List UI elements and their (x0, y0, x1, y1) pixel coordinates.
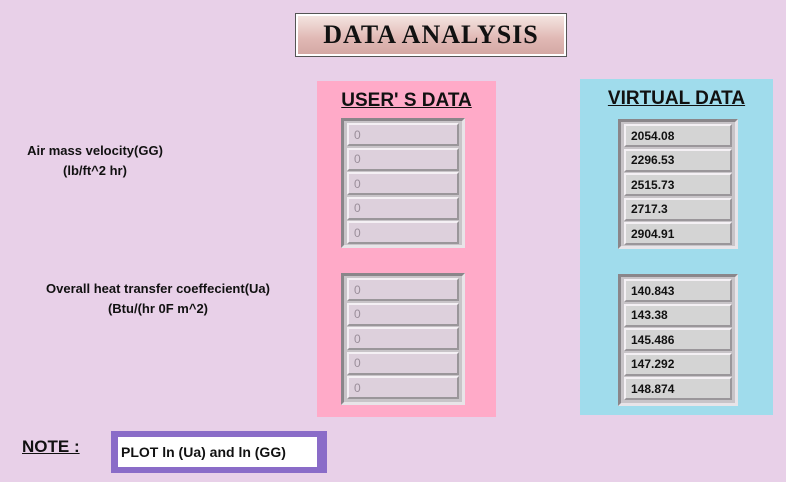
note-box: PLOT ln (Ua) and ln (GG) (111, 431, 327, 473)
user-gg-field-1[interactable]: 0 (347, 123, 459, 146)
virtual-data-panel: VIRTUAL DATA 2054.08 2296.53 2515.73 271… (580, 79, 773, 415)
virtual-ua-value-3: 145.486 (624, 328, 732, 351)
note-label: NOTE : (22, 437, 80, 456)
virtual-gg-value-5: 2904.91 (624, 222, 732, 245)
ua-label-name: Overall heat transfer coeffecient(Ua) (46, 281, 270, 296)
virtual-ua-value-4: 147.292 (624, 352, 732, 376)
user-ua-group: 0 0 0 0 0 (341, 273, 465, 405)
user-gg-field-2[interactable]: 0 (347, 147, 459, 171)
virtual-ua-value-5: 148.874 (624, 377, 732, 400)
user-ua-field-5[interactable]: 0 (347, 376, 459, 399)
user-ua-field-1[interactable]: 0 (347, 278, 459, 301)
user-ua-field-4[interactable]: 0 (347, 351, 459, 375)
ua-label-unit: (Btu/(hr 0F m^2) (107, 301, 209, 316)
user-gg-field-5[interactable]: 0 (347, 221, 459, 244)
virtual-ua-value-1: 140.843 (624, 279, 732, 302)
user-ua-field-3[interactable]: 0 (347, 327, 459, 350)
page-title-box: DATA ANALYSIS (295, 13, 567, 57)
virtual-data-title: VIRTUAL DATA (607, 88, 746, 109)
user-gg-field-4[interactable]: 0 (347, 196, 459, 220)
gg-label-name: Air mass velocity(GG) (27, 143, 163, 158)
ua-label: Overall heat transfer coeffecient(Ua) (B… (20, 279, 296, 319)
user-ua-field-2[interactable]: 0 (347, 302, 459, 326)
gg-label-unit: (lb/ft^2 hr) (63, 163, 127, 178)
virtual-ua-value-2: 143.38 (624, 303, 732, 327)
user-data-title: USER' S DATA (341, 90, 472, 111)
virtual-ua-group: 140.843 143.38 145.486 147.292 148.874 (618, 274, 738, 406)
user-gg-field-3[interactable]: 0 (347, 172, 459, 195)
page-title: DATA ANALYSIS (323, 20, 539, 49)
gg-label: Air mass velocity(GG) (lb/ft^2 hr) (20, 141, 170, 181)
virtual-gg-value-3: 2515.73 (624, 173, 732, 196)
virtual-gg-group: 2054.08 2296.53 2515.73 2717.3 2904.91 (618, 119, 738, 249)
user-gg-group: 0 0 0 0 0 (341, 118, 465, 248)
virtual-gg-value-1: 2054.08 (624, 124, 732, 147)
virtual-gg-value-4: 2717.3 (624, 197, 732, 221)
virtual-gg-value-2: 2296.53 (624, 148, 732, 172)
note-text: PLOT ln (Ua) and ln (GG) (118, 437, 317, 467)
user-data-panel: USER' S DATA 0 0 0 0 0 0 0 0 0 0 (317, 81, 496, 417)
